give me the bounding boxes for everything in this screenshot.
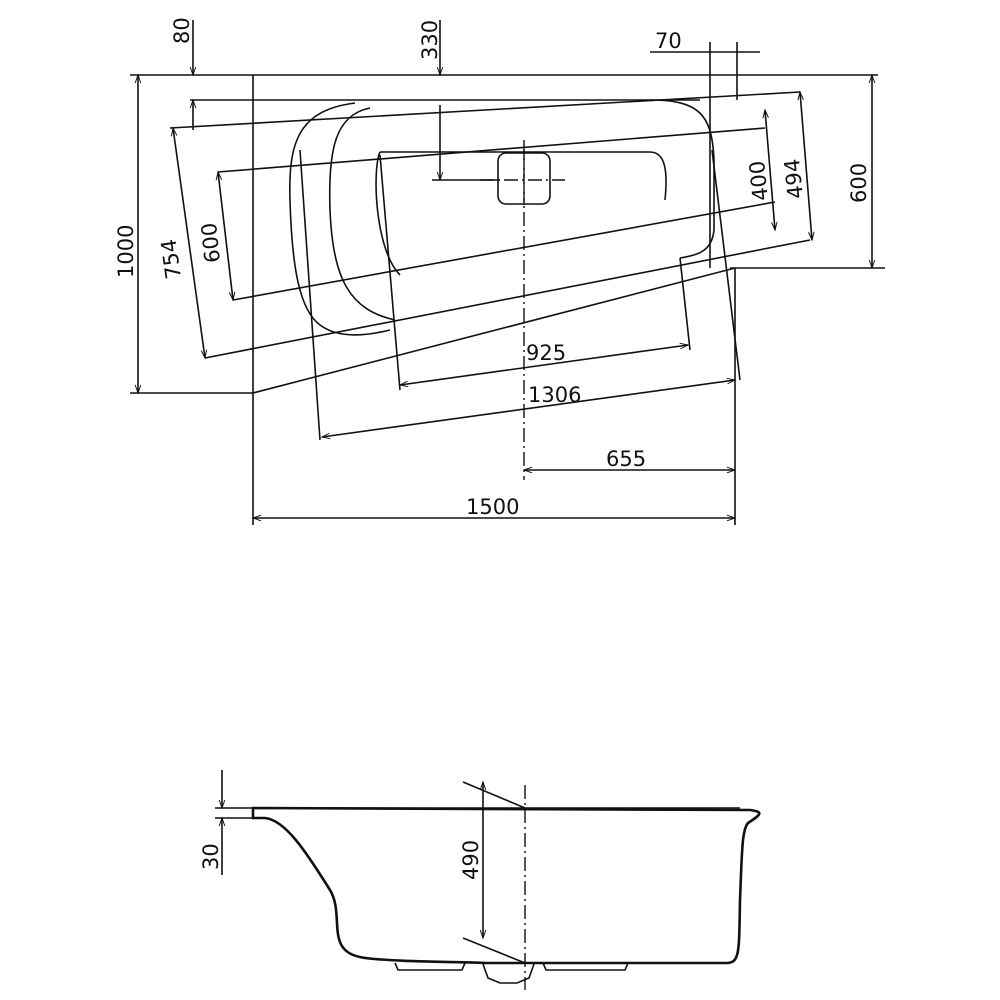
- dim-330-label: 330: [418, 20, 442, 60]
- dim-600-left-line: [215, 170, 236, 302]
- dim-600-left-label: 600: [197, 222, 225, 264]
- dim-400-line: [762, 108, 778, 232]
- tub-section-profile: [251, 806, 761, 965]
- drain-outlet: [482, 963, 535, 984]
- dim-400-label: 400: [745, 160, 773, 202]
- dim-494-line: [797, 90, 815, 242]
- section-view: 30 490: [199, 770, 761, 990]
- dim-1000-label: 1000: [114, 225, 138, 278]
- dim-754-label: 754: [157, 238, 186, 281]
- slant-lines: [169, 91, 811, 441]
- dim-1306-line: [320, 377, 737, 440]
- dim-754-line: [170, 126, 208, 360]
- dim-494-label: 494: [780, 158, 808, 200]
- dim-1500-label: 1500: [466, 495, 519, 519]
- dim-600-right-label: 600: [847, 163, 871, 203]
- dim-80-label: 80: [170, 17, 194, 44]
- feet: [394, 962, 629, 971]
- dim-490-label: 490: [459, 840, 483, 880]
- dim-70-label: 70: [655, 29, 682, 53]
- dim-655-label: 655: [606, 447, 646, 471]
- tub-outline: [130, 75, 885, 525]
- dim-30-label: 30: [199, 843, 223, 870]
- basin-inner: [328, 107, 667, 321]
- top-view: 80 330 70 1000 754 600 400 494 600 925 1…: [114, 17, 885, 525]
- dim-490-ext: [462, 781, 526, 964]
- drain-centerline: [480, 140, 565, 480]
- dim-925-label: 925: [526, 341, 566, 365]
- dim-70-lines: [650, 42, 760, 268]
- dim-1306-label: 1306: [528, 383, 581, 407]
